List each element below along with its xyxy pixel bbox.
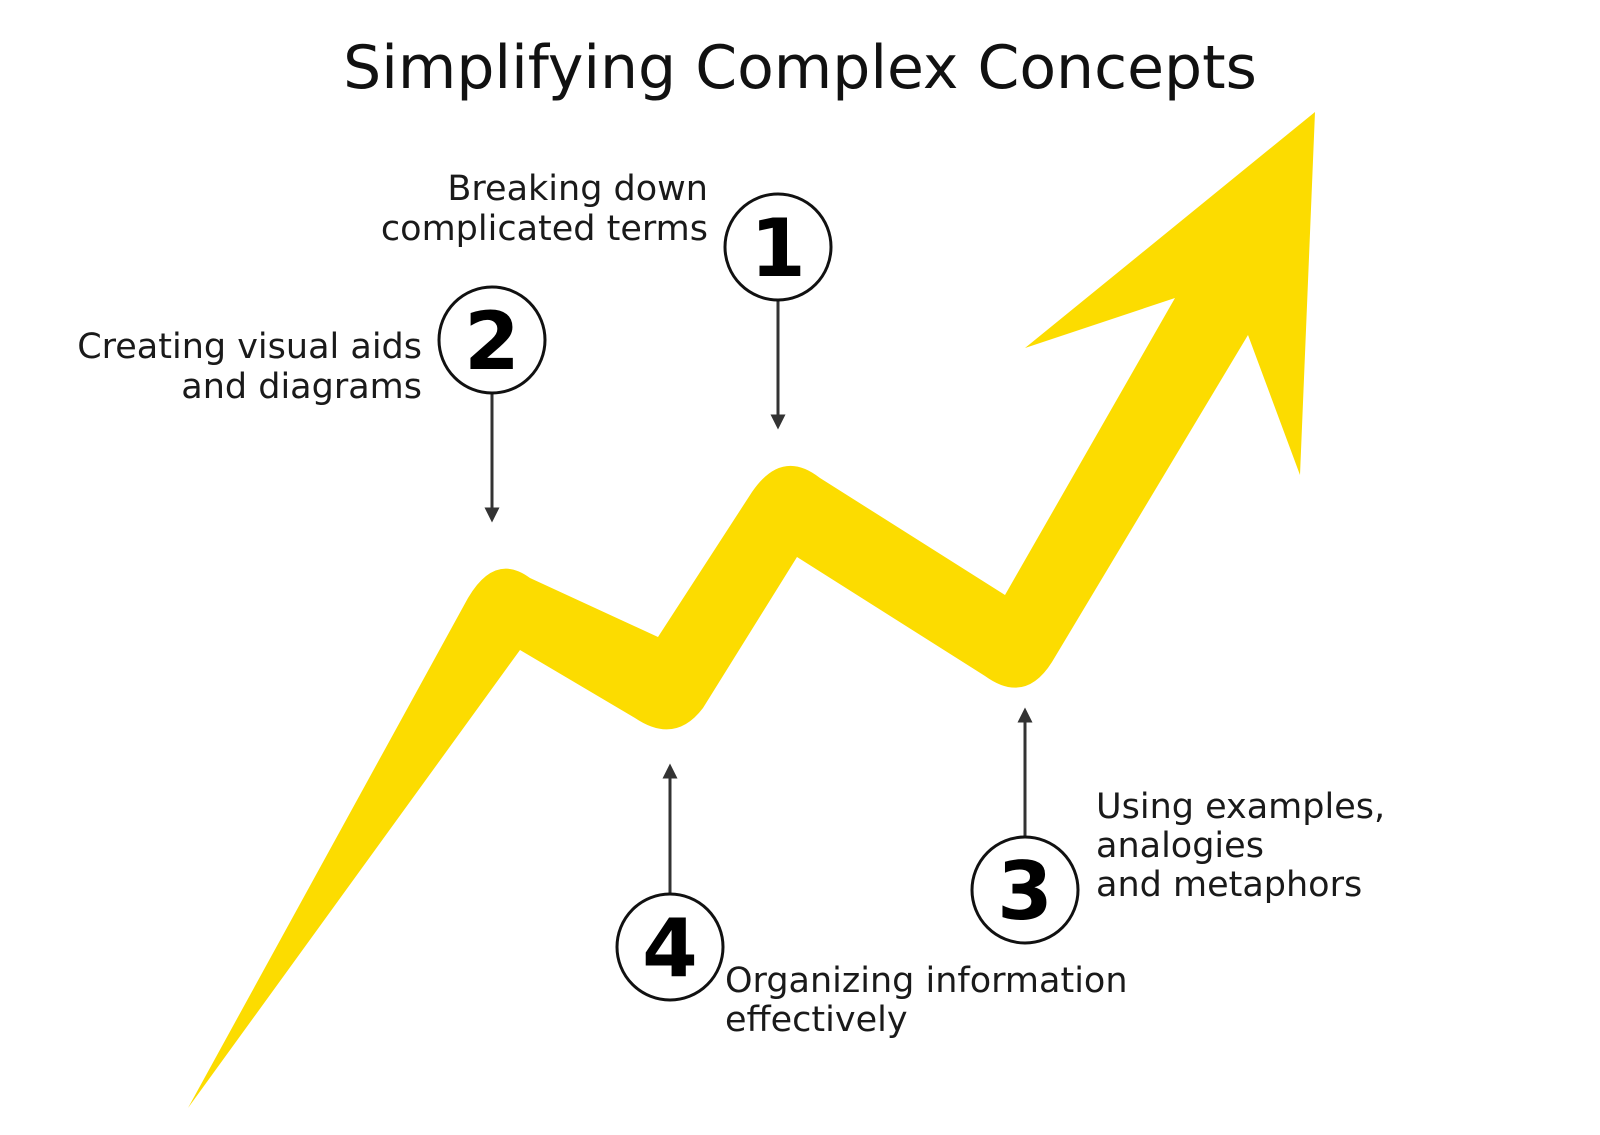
step-1: 1 Breaking down complicated terms — [381, 169, 833, 302]
step-badge-4 — [615, 892, 725, 1002]
step-label-line: Breaking down — [447, 169, 708, 209]
page-title: Simplifying Complex Concepts — [343, 33, 1257, 103]
step-2: 2 Creating visual aids and diagrams — [77, 285, 547, 407]
step-label-line: and diagrams — [181, 367, 422, 407]
step-badge-2 — [437, 285, 547, 395]
step-number: 2 — [464, 295, 520, 388]
step-4: 4 Organizing information effectively — [615, 892, 1128, 1040]
step-number: 3 — [997, 845, 1053, 938]
step-label-line: analogies — [1096, 826, 1264, 866]
step-label-line: Using examples, — [1096, 787, 1385, 827]
step-label-line: Creating visual aids — [77, 327, 422, 367]
step-number: 1 — [750, 202, 806, 295]
step-label-line: effectively — [725, 1000, 908, 1040]
zigzag-growth-arrow — [188, 112, 1315, 1108]
step-label-line: Organizing information — [725, 961, 1128, 1001]
step-badge-3 — [970, 835, 1080, 945]
step-label-line: complicated terms — [381, 209, 708, 249]
step-badge-1 — [723, 192, 833, 302]
step-label-line: and metaphors — [1096, 865, 1362, 905]
step-number: 4 — [642, 902, 698, 995]
step-3: 3 Using examples, analogies and metaphor… — [970, 787, 1385, 945]
